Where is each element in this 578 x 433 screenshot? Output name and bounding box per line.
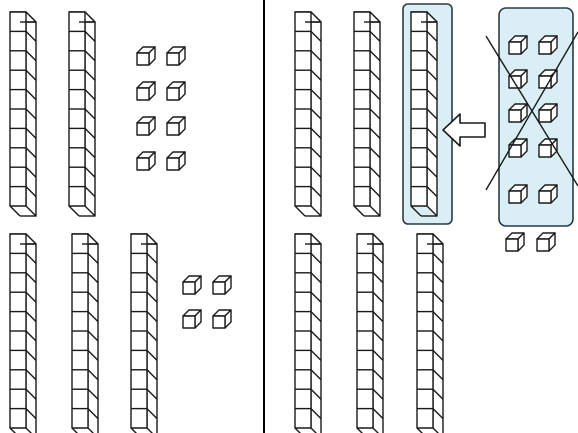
unit-cube <box>167 152 185 170</box>
regrouped-unit-cube <box>509 139 527 157</box>
regrouped-unit-cube <box>539 36 557 54</box>
regrouped-unit-cube <box>509 185 527 203</box>
unit-cube <box>183 310 201 328</box>
unit-cube <box>167 47 185 65</box>
unit-cube <box>213 276 231 294</box>
remaining-unit-cube <box>537 233 555 251</box>
ten-rod <box>295 234 321 433</box>
unit-cube <box>183 276 201 294</box>
ten-rod <box>295 12 321 216</box>
blocks-layer <box>10 12 578 433</box>
regrouped-unit-cube <box>509 36 527 54</box>
remaining-unit-cube <box>506 233 524 251</box>
unit-cube <box>137 82 155 100</box>
regrouped-unit-cube <box>539 185 557 203</box>
ten-rod <box>417 234 443 433</box>
unit-cube <box>137 47 155 65</box>
unit-cube <box>137 152 155 170</box>
ten-rod <box>357 234 383 433</box>
regrouped-unit-cube <box>509 104 527 122</box>
new-ten-rod <box>411 12 437 216</box>
ten-rod <box>72 234 98 433</box>
ten-rod <box>131 234 157 433</box>
ten-rod <box>354 12 380 216</box>
ten-rod <box>10 234 36 433</box>
ten-rod <box>69 12 95 216</box>
regrouped-unit-cube <box>539 104 557 122</box>
unit-cube <box>167 117 185 135</box>
ten-rod <box>10 12 36 216</box>
unit-cube <box>213 310 231 328</box>
unit-cube <box>137 117 155 135</box>
unit-cube <box>167 82 185 100</box>
